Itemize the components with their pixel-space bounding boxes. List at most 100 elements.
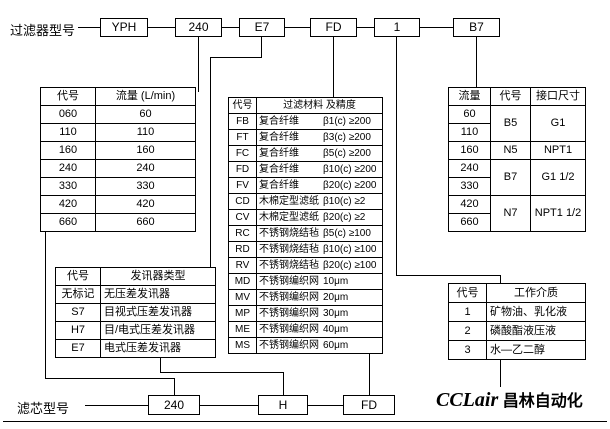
code-cell: RD [228, 241, 257, 258]
code-cell: 1 [448, 302, 487, 322]
port-cell: NPT1 [530, 141, 586, 160]
code-cell: CV [228, 209, 257, 226]
port-cell: NPT1 1/2 [530, 195, 586, 232]
code-cell: 无标记 [55, 285, 101, 304]
code-cell: 060 [40, 105, 96, 124]
model-box-material-fd: FD [310, 18, 357, 37]
element-box-material-fd: FD [343, 395, 395, 415]
col-header-flow: 流量 [448, 87, 491, 106]
table-header-row: 代号 发讯器类型 [55, 267, 216, 286]
code-cell: FB [228, 113, 257, 130]
material-name: 复合纤维 [259, 116, 299, 127]
col-header-code: 代号 [228, 97, 257, 114]
connector-element240-flow-table [45, 226, 175, 400]
code-cell: 3 [448, 340, 487, 360]
brand-logo-text: CCLair [436, 389, 499, 411]
table-header-row: 流量 代号 接口尺寸 [448, 87, 586, 106]
model-box-signal-e7: E7 [239, 18, 285, 37]
code-cell: 420 [40, 195, 96, 214]
code-cell: FC [228, 145, 257, 162]
element-model-label: 滤芯型号 [15, 398, 72, 417]
flow-cell: 240 [448, 159, 491, 178]
material-name: 复合纤维 [259, 132, 299, 143]
col-header-signal-type: 发讯器类型 [100, 267, 216, 286]
signal-type-cell: 目视式压差发讯器 [100, 303, 216, 322]
col-header-medium: 工作介质 [486, 283, 586, 303]
code-cell: H7 [55, 321, 101, 340]
flow-cell: 60 [95, 105, 196, 124]
code-cell: MV [228, 289, 257, 306]
code-cell: MP [228, 305, 257, 322]
element-box-flow-240: 240 [148, 395, 200, 415]
flow-cell: 240 [95, 159, 196, 178]
col-header-code: 代号 [40, 87, 96, 106]
flow-cell: 110 [95, 123, 196, 142]
code-cell: FD [228, 161, 257, 178]
code-cell: FV [228, 177, 257, 194]
element-box-signal-h: H [258, 395, 308, 415]
code-cell: 2 [448, 321, 487, 341]
code-cell: 660 [40, 213, 96, 232]
table-header-row: 代号 过滤材料 及精度 [228, 97, 383, 114]
flow-cell: 660 [448, 213, 491, 232]
material-cell: 不锈钢编织网 60μm [256, 337, 383, 354]
code-cell: 330 [40, 177, 96, 196]
table-row: 660 [448, 213, 586, 232]
precision-value: 40μm [323, 324, 349, 335]
flow-cell: 330 [95, 177, 196, 196]
table-header-row: 代号 流量 (L/min) [40, 87, 196, 106]
code-cell: MD [228, 273, 257, 290]
material-name: 不锈钢烧结毡 [259, 260, 319, 271]
connector-e7-signal-table [210, 30, 262, 272]
code-cell: 160 [40, 141, 96, 160]
medium-cell: 磷酸酯液压液 [486, 321, 586, 341]
brand-logo-block: CCLair 昌林自动化 [436, 387, 583, 412]
col-header-port: 接口尺寸 [530, 87, 586, 106]
material-name: 不锈钢烧结毡 [259, 228, 319, 239]
precision-value: β5(c) ≥100 [323, 228, 371, 239]
material-name: 木棉定型滤纸 [259, 212, 319, 223]
precision-value: β20(c) ≥2 [323, 212, 366, 223]
filter-model-label: 过滤器型号 [8, 20, 78, 39]
flow-cell: 60 [448, 105, 491, 124]
precision-value: β5(c) ≥200 [323, 148, 371, 159]
material-name: 复合纤维 [259, 148, 299, 159]
material-cell: 不锈钢烧结毡 β5(c) ≥100 [256, 225, 383, 242]
flow-cell: 160 [448, 141, 491, 160]
flow-cell: 420 [448, 195, 491, 214]
material-name: 不锈钢编织网 [259, 308, 319, 319]
code-cell: N7 [490, 195, 531, 232]
model-box-series-yph: YPH [100, 18, 148, 37]
col-header-code: 代号 [55, 267, 101, 286]
code-cell: 110 [40, 123, 96, 142]
medium-cell: 矿物油、乳化液 [486, 302, 586, 322]
code-cell: B5 [490, 105, 531, 142]
flow-cell: 110 [448, 123, 491, 142]
code-cell: RV [228, 257, 257, 274]
code-cell: N5 [490, 141, 531, 160]
precision-value: 60μm [323, 340, 349, 351]
connector-1-medium-table [396, 30, 501, 288]
material-name: 不锈钢编织网 [259, 340, 319, 351]
col-header-flow: 流量 (L/min) [95, 87, 196, 106]
